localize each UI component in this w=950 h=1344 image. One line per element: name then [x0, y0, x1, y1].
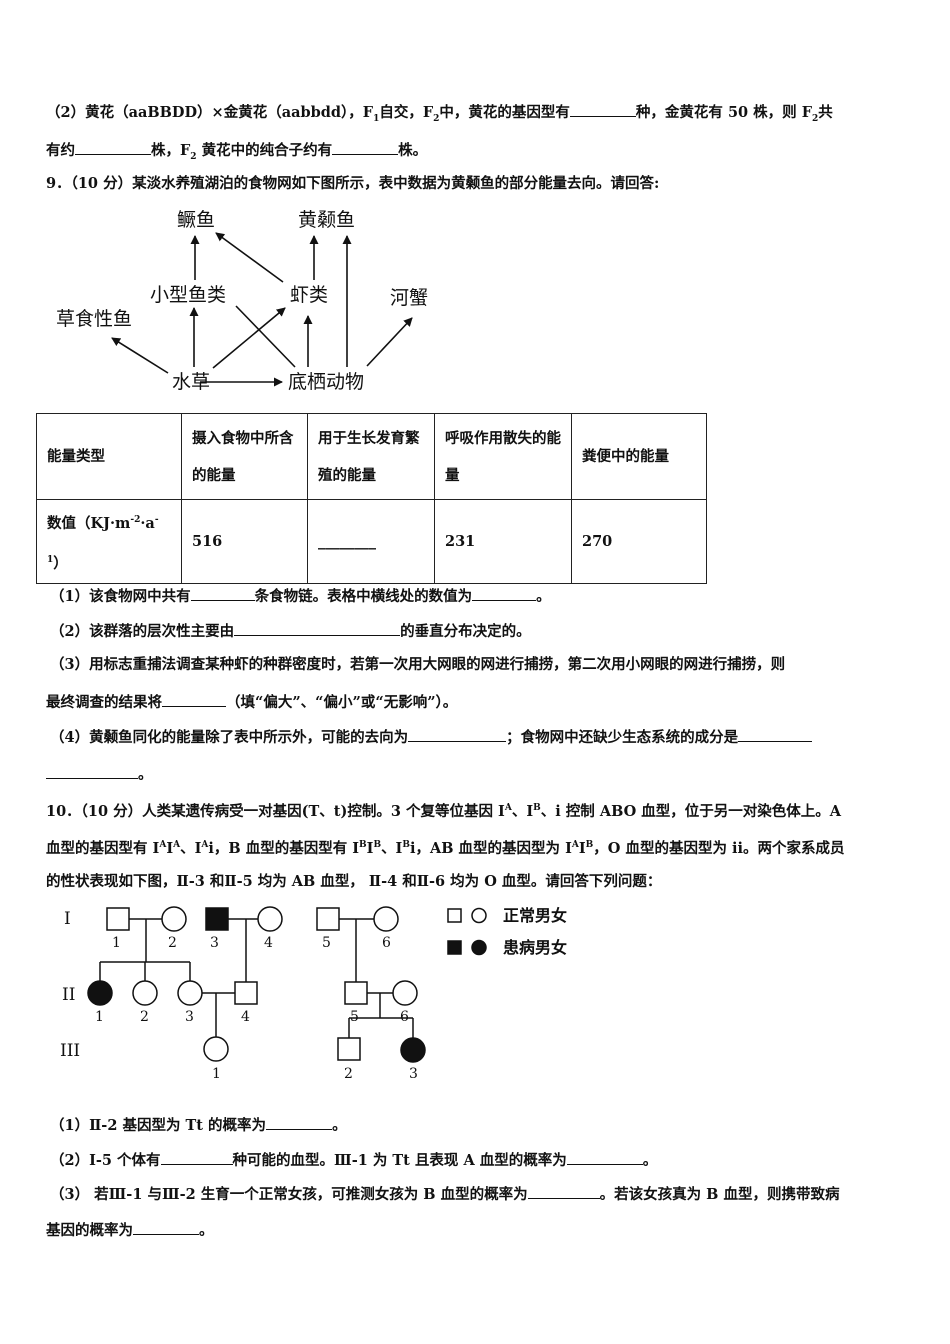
legend-normal-female	[471, 907, 487, 924]
pedigree-I-6	[373, 906, 399, 932]
pedigree-I-4	[257, 906, 283, 932]
num-I-6: 6	[382, 935, 391, 951]
pedigree-diagram: I II III 1 2 3 4 5 6 1 2 3 4 5 6 1 2 3 正…	[60, 906, 567, 1082]
node-caoshixingyu: 草食性鱼	[56, 308, 132, 330]
legend-affected-female	[471, 939, 487, 956]
answer-blank[interactable]	[738, 727, 813, 742]
pedigree-II-1	[87, 980, 113, 1006]
num-III-3: 3	[409, 1066, 418, 1082]
table-cell: 用于生长发育繁殖的能量	[307, 413, 435, 500]
table-cell: 呼吸作用散失的能量	[434, 413, 572, 500]
num-III-1: 1	[212, 1066, 221, 1082]
node-xiaoxingyulei: 小型鱼类	[150, 284, 226, 306]
legend-normal-label: 正常男女	[503, 906, 567, 925]
pedigree-I-1	[106, 907, 130, 931]
answer-blank[interactable]	[46, 764, 138, 779]
answer-blank[interactable]	[133, 1220, 199, 1235]
answer-blank[interactable]	[75, 140, 151, 155]
q10-sub2: （2）Ⅰ-5 个体有种可能的血型。Ⅲ-1 为 Tt 且表现 A 血型的概率为。	[50, 1150, 658, 1169]
food-web-diagram: 鳜鱼 黄颡鱼 小型鱼类 虾类 河蟹 草食性鱼 水草 底栖动物	[56, 209, 428, 393]
arrow-diqi-to-hexie	[366, 317, 413, 367]
q10-sub3-line1: （3） 若Ⅲ-1 与Ⅲ-2 生育一个正常女孩，可推测女孩为 B 血型的概率为。若…	[50, 1184, 840, 1203]
q10-stem-line1: 10．（10 分）人类某遗传病受一对基因(T、t)控制。3 个复等位基因 IA、…	[46, 802, 842, 820]
pedigree-II-6	[392, 980, 418, 1006]
legend-normal-male	[447, 908, 462, 923]
table-cell: 270	[571, 499, 707, 584]
table-row-label: 数值（KJ·m-2·a-1）	[36, 499, 182, 584]
answer-blank[interactable]	[234, 621, 401, 636]
pedigree-III-1	[203, 1036, 229, 1062]
num-II-6: 6	[400, 1009, 409, 1025]
pedigree-I-5	[316, 907, 340, 931]
gen-label-I: I	[64, 909, 71, 929]
q8-2-line1: （2）黄花（aaBBDD）×金黄花（aabbdd），F1自交，F2中，黄花的基因…	[46, 102, 833, 124]
table-cell: 摄入食物中所含的能量	[181, 413, 308, 500]
answer-blank[interactable]	[569, 102, 636, 117]
pedigree-II-2	[132, 980, 158, 1006]
num-II-1: 1	[95, 1009, 104, 1025]
answer-blank[interactable]	[266, 1115, 333, 1130]
num-I-4: 4	[264, 935, 273, 951]
q10-sub1: （1）Ⅱ-2 基因型为 Tt 的概率为。	[50, 1115, 347, 1134]
num-I-2: 2	[168, 935, 177, 951]
q8-2-line2: 有约株，F2 黄花中的纯合子约有株。	[46, 140, 428, 162]
pedigree-II-3	[177, 980, 203, 1006]
q9-stem: 9．（10 分）某淡水养殖湖泊的食物网如下图所示，表中数据为黄颡鱼的部分能量去向…	[46, 175, 660, 192]
node-shuicao: 水草	[172, 371, 210, 393]
table-cell: 516	[181, 499, 308, 584]
answer-blank[interactable]	[332, 140, 399, 155]
table-cell: 231	[434, 499, 572, 584]
node-hexie: 河蟹	[390, 287, 428, 309]
answer-blank[interactable]	[527, 1184, 600, 1199]
q9-sub4-line2: 。	[46, 764, 153, 785]
node-xialei: 虾类	[290, 284, 328, 306]
table-cell: 能量类型	[36, 413, 182, 500]
answer-blank[interactable]	[408, 727, 507, 742]
arrow-shuicao-to-caoshixingyu	[111, 337, 169, 374]
pedigree-II-5	[344, 981, 368, 1005]
arrow-shuicao-to-xialei	[212, 307, 286, 369]
pedigree-I-2	[161, 906, 187, 932]
num-II-4: 4	[241, 1009, 250, 1025]
pedigree-III-3	[400, 1037, 426, 1063]
gen-label-III: III	[60, 1041, 80, 1061]
legend-affected-label: 患病男女	[503, 938, 567, 957]
q10-stem-line3: 的性状表现如下图，Ⅱ-3 和Ⅱ-5 均为 AB 血型， Ⅱ-4 和Ⅱ-6 均为 …	[46, 873, 662, 890]
pedigree-II-4	[234, 981, 258, 1005]
node-guiyu: 鳜鱼	[177, 209, 215, 231]
node-diqidongwu: 底栖动物	[288, 371, 364, 393]
q10-stem-line2-text: 血型的基因型有 IAIA、IAi，B 血型的基因型有 IBIB、IBi，AB 血…	[46, 839, 845, 857]
q9-sub1: （1）该食物网中共有条食物链。表格中横线处的数值为。	[50, 586, 551, 605]
answer-blank[interactable]	[190, 586, 255, 601]
answer-blank[interactable]	[162, 692, 226, 707]
pedigree-I-3	[205, 907, 229, 931]
q9-sub2: （2）该群落的层次性主要由的垂直分布决定的。	[50, 621, 531, 640]
table-header-row: 能量类型 摄入食物中所含的能量 用于生长发育繁殖的能量 呼吸作用散失的能量 粪便…	[36, 413, 707, 500]
table-cell: 粪便中的能量	[571, 413, 707, 500]
energy-table: 能量类型 摄入食物中所含的能量 用于生长发育繁殖的能量 呼吸作用散失的能量 粪便…	[36, 413, 707, 584]
table-cell-blank[interactable]: ________	[307, 499, 435, 584]
num-I-3: 3	[210, 935, 219, 951]
line-xiaoxingyulei-to-diqi	[235, 305, 296, 368]
answer-blank[interactable]	[472, 586, 537, 601]
gen-label-II: II	[62, 985, 75, 1005]
num-II-2: 2	[140, 1009, 149, 1025]
num-II-3: 3	[185, 1009, 194, 1025]
node-huangsangyu: 黄颡鱼	[298, 209, 355, 231]
answer-blank[interactable]	[566, 1150, 643, 1165]
q10-sub3-line2: 基因的概率为。	[46, 1220, 214, 1239]
q10-stem-line2: 血型的基因型有 IAIA、IAi，B 血型的基因型有 IBIB、IBi，AB 血…	[46, 835, 845, 859]
answer-blank[interactable]	[160, 1150, 233, 1165]
num-I-5: 5	[322, 935, 331, 951]
num-II-5: 5	[350, 1009, 359, 1025]
table-row: 数值（KJ·m-2·a-1） 516 ________ 231 270	[36, 499, 707, 584]
q9-sub4: （4）黄颡鱼同化的能量除了表中所示外，可能的去向为；食物网中还缺少生态系统的成分…	[50, 727, 813, 748]
num-I-1: 1	[112, 935, 121, 951]
arrow-xialei-to-guiyu	[215, 232, 284, 283]
legend-affected-male	[447, 940, 462, 955]
q9-sub3-line1: （3）用标志重捕法调查某种虾的种群密度时，若第一次用大网眼的网进行捕捞，第二次用…	[50, 656, 786, 673]
pedigree-III-2	[337, 1037, 361, 1061]
num-III-2: 2	[344, 1066, 353, 1082]
q9-sub3-line2: 最终调查的结果将（填“偏大”、“偏小”或“无影响”）。	[46, 692, 458, 711]
